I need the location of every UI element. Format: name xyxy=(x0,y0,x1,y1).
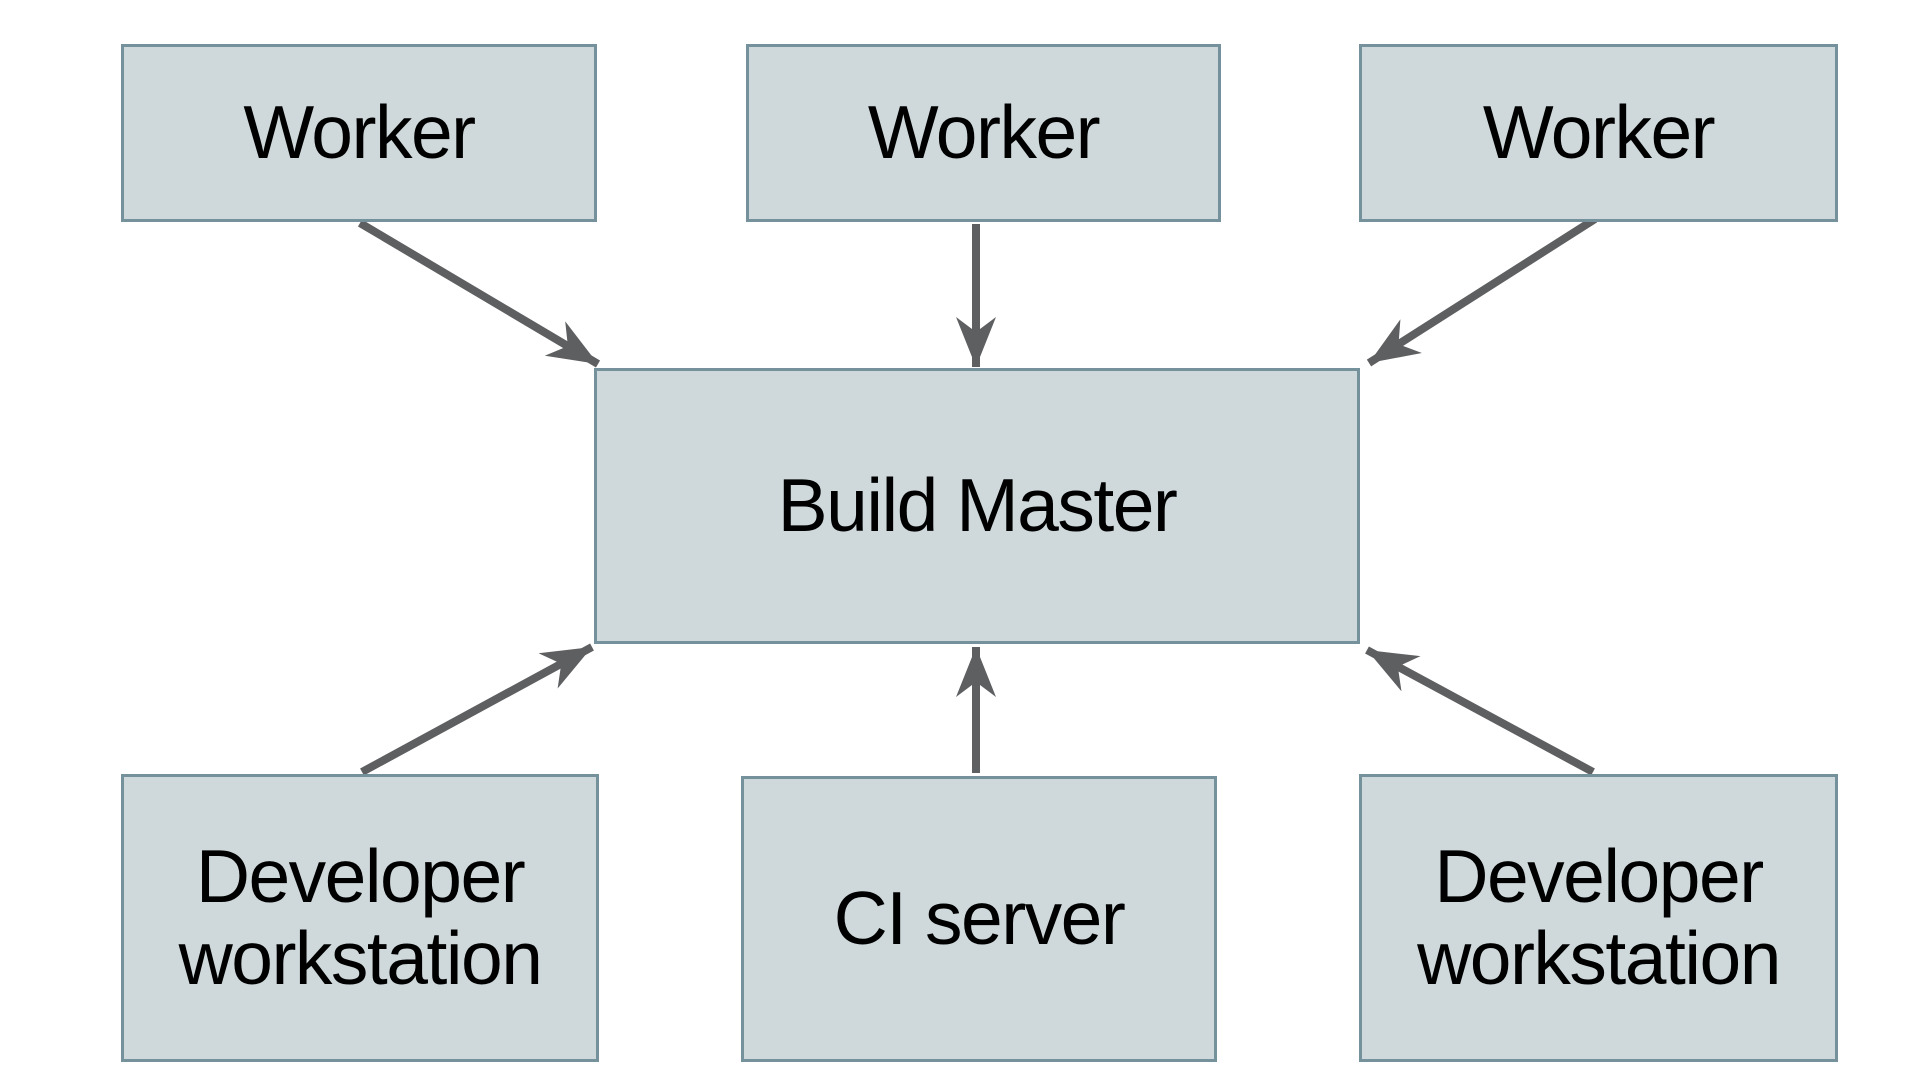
node-build-master[interactable]: Build Master xyxy=(594,368,1360,644)
node-worker-3[interactable]: Worker xyxy=(1359,44,1838,222)
node-ci-server[interactable]: CI server xyxy=(741,776,1217,1062)
connector-developer-workstation-1-to-build-master[interactable] xyxy=(360,643,594,776)
connector-worker-1-to-build-master[interactable] xyxy=(357,219,601,368)
node-label: CI server xyxy=(833,876,1126,961)
node-worker-1[interactable]: Worker xyxy=(121,44,597,222)
node-label: Developer workstation xyxy=(178,834,543,1000)
node-worker-2[interactable]: Worker xyxy=(746,44,1221,222)
node-label: Worker xyxy=(1482,90,1716,175)
node-developer-workstation-1[interactable]: Developer workstation xyxy=(121,774,599,1062)
node-label: Worker xyxy=(243,90,476,175)
node-label: Worker xyxy=(867,90,1101,175)
connector-developer-workstation-2-to-build-master[interactable] xyxy=(1365,646,1595,776)
node-label: Developer workstation xyxy=(1417,834,1781,1000)
node-developer-workstation-2[interactable]: Developer workstation xyxy=(1359,774,1838,1062)
node-label: Build Master xyxy=(777,463,1178,548)
connector-worker-3-to-build-master[interactable] xyxy=(1366,215,1598,367)
